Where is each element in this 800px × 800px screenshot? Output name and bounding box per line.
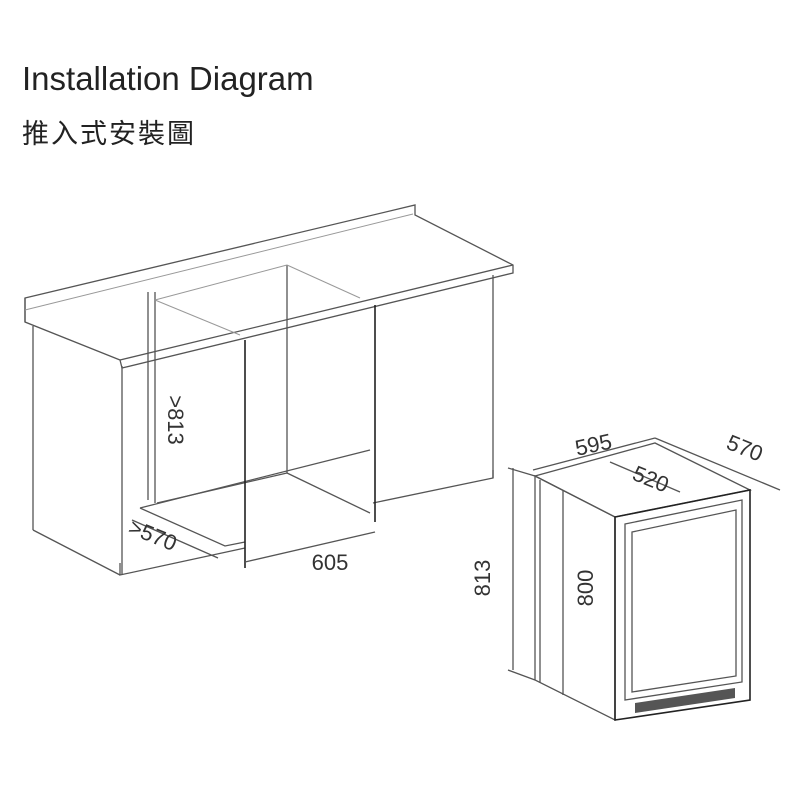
depth-dimension-line [131,519,219,559]
door-glass [624,499,743,701]
wine-cooler [507,437,781,722]
width-dimension-line [244,531,376,563]
cabinet-height-label: >813 [163,395,188,445]
vent-grille [635,688,735,713]
diagram-subtitle: 推入式安裝圖 [22,119,196,149]
depth-label: 570 [723,430,766,467]
width-dimension-line [532,437,656,471]
door-depth-label: 520 [629,461,672,498]
total-height-label: 813 [470,560,495,597]
depth-dimension-line [654,437,781,491]
countertop [24,204,514,369]
cabinet-depth-label: >570 [125,514,180,556]
kitchen-cabinet [24,204,514,576]
diagram-title: Installation Diagram [22,60,314,97]
body-height-label: 800 [573,570,598,607]
cooler-door [614,489,751,721]
cabinet-width-label: 605 [312,550,349,575]
